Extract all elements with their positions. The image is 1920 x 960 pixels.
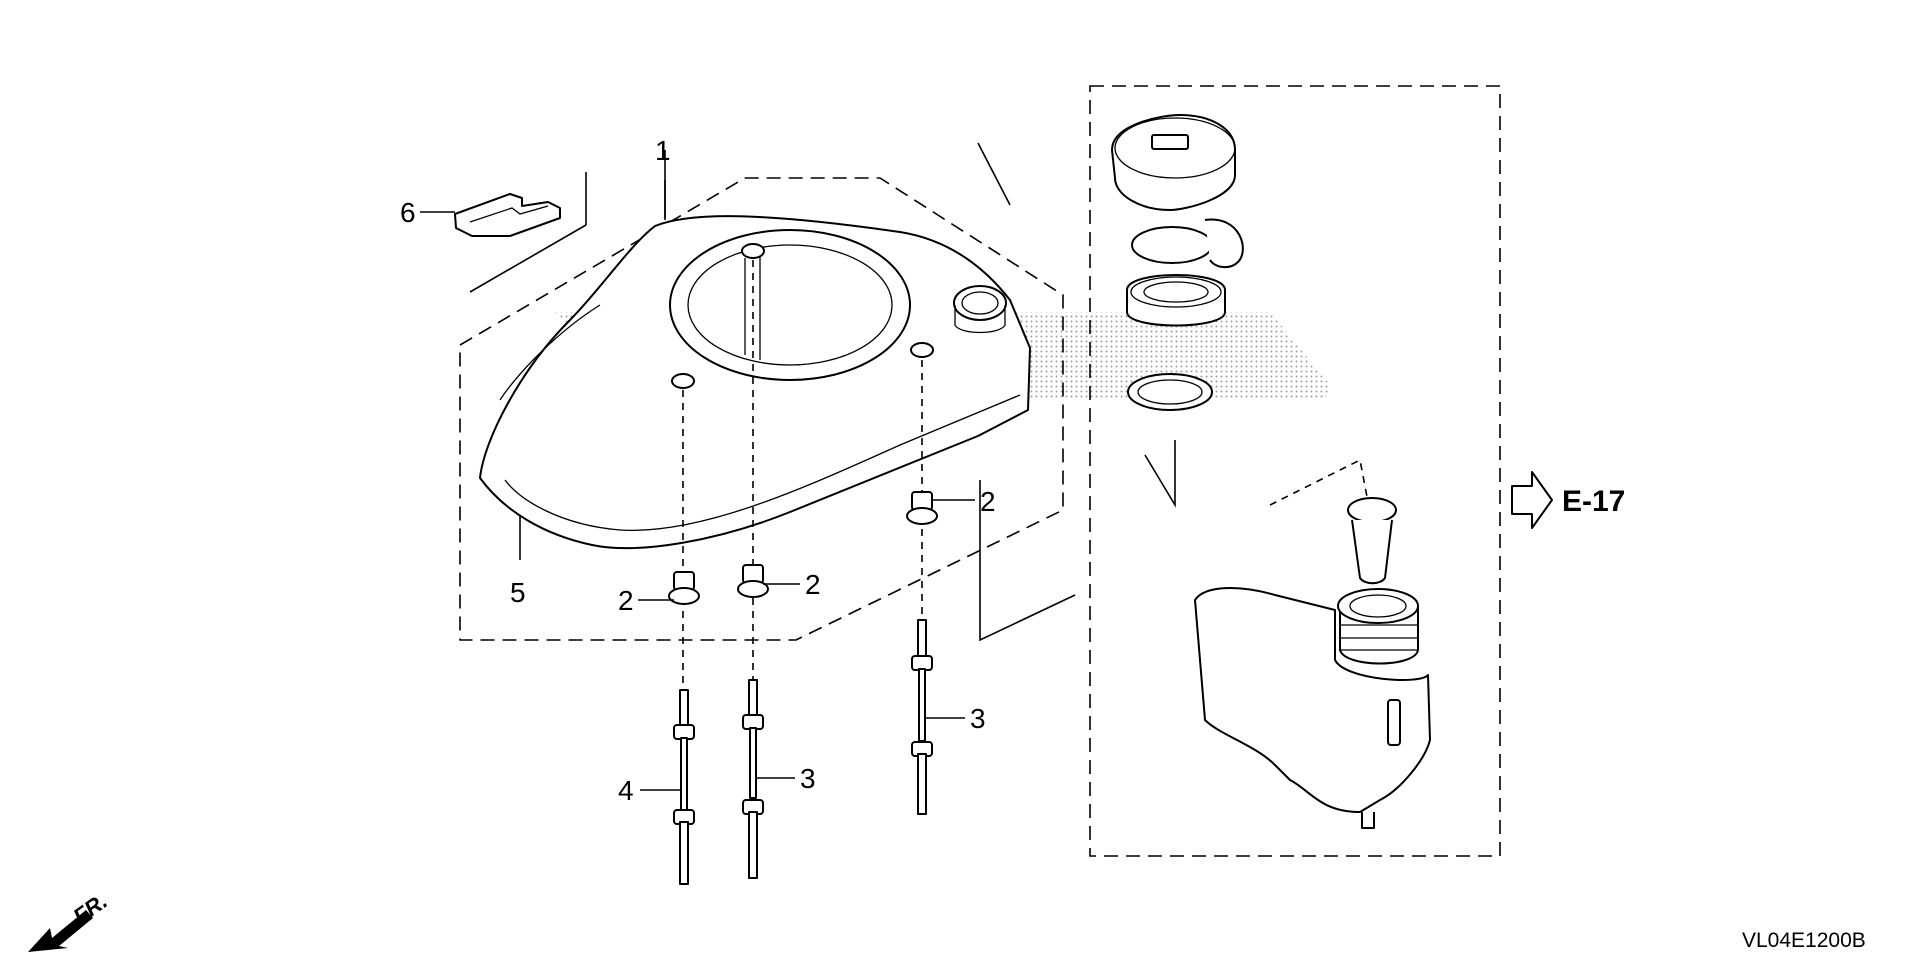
clip-part [454,193,561,237]
seal-ring [1127,373,1213,411]
reference-label[interactable]: E-17 [1562,485,1625,518]
fuel-tank-box [1089,85,1501,857]
callout-item-2-right[interactable]: 2 [980,486,996,517]
fuel-tank [1194,587,1431,829]
engine-cover [479,215,1031,550]
front-direction-arrow-icon [28,910,93,952]
callout-item-5[interactable]: 5 [510,577,526,608]
reference-arrow-icon [1511,471,1553,529]
stud-left [673,689,695,885]
stud-right [911,619,933,815]
diagram-code: VL04E1200B [1742,929,1866,952]
fuel-cap [1111,114,1236,211]
callout-item-1[interactable]: 1 [655,135,671,166]
clip-bracket [469,172,587,293]
fuel-strainer [1347,497,1397,585]
callout-item-2-middle[interactable]: 2 [805,569,821,600]
tank-offset-lines [1144,440,1381,566]
grommet-middle [737,564,769,598]
callout-item-3-middle[interactable]: 3 [800,763,816,794]
filler-neck-nut [1126,274,1226,327]
callout-item-6[interactable]: 6 [400,197,416,228]
callout-item-2-left[interactable]: 2 [618,585,634,616]
grommet-left [668,571,700,605]
callout-item-4[interactable]: 4 [618,775,634,806]
grommet-right [906,491,938,525]
leader-lines [420,142,1076,791]
stud-middle [742,679,764,879]
callout-item-3-right[interactable]: 3 [970,703,986,734]
cap-tether [1131,218,1244,268]
